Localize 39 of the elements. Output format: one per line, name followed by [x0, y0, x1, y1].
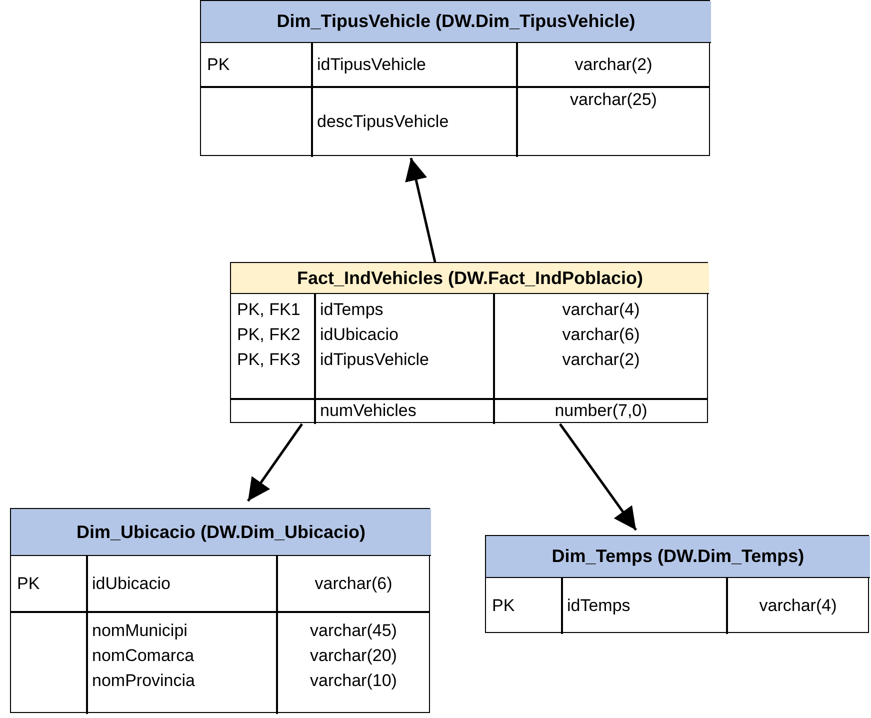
column-name: idTipusVehicle	[316, 54, 427, 76]
data-type: varchar(4)	[561, 298, 641, 320]
table-title: Fact_IndVehicles (DW.Fact_IndPoblacio)	[231, 263, 709, 294]
column-name: nomMunicipi	[91, 620, 188, 642]
table-title: Dim_Temps (DW.Dim_Temps)	[486, 536, 870, 578]
data-type: varchar(6)	[314, 572, 394, 594]
column-name: idUbicacio	[91, 572, 172, 594]
column-name: idTipusVehicle	[319, 348, 430, 370]
table	[230, 262, 708, 423]
data-type: varchar(45)	[309, 620, 398, 642]
key-label: PK, FK1	[236, 298, 302, 320]
data-type: varchar(25)	[569, 89, 658, 111]
column-name: nomProvincia	[91, 670, 196, 692]
arrow	[558, 423, 638, 531]
column-name: nomComarca	[91, 644, 196, 666]
table	[10, 508, 430, 713]
column-name: descTipusVehicle	[316, 110, 450, 132]
arrow	[246, 423, 304, 502]
key-label: PK	[491, 595, 516, 617]
column-name: numVehicles	[319, 400, 418, 422]
column-name: idTemps	[566, 595, 632, 617]
data-type: varchar(20)	[309, 644, 398, 666]
data-type: number(7,0)	[554, 400, 648, 422]
column-name: idUbicacio	[319, 324, 400, 346]
column-name: idTemps	[319, 298, 384, 320]
arrow	[405, 158, 436, 262]
key-label: PK	[16, 572, 41, 594]
table-title: Dim_TipusVehicle (DW.Dim_TipusVehicle)	[201, 1, 711, 43]
key-label: PK	[206, 54, 231, 76]
table-title: Dim_Ubicacio (DW.Dim_Ubicacio)	[11, 509, 431, 556]
data-type: varchar(6)	[561, 324, 641, 346]
data-type: varchar(4)	[758, 595, 838, 617]
data-type: varchar(10)	[309, 670, 398, 692]
key-label: PK, FK2	[236, 324, 302, 346]
key-label: PK, FK3	[236, 348, 302, 370]
data-type: varchar(2)	[574, 54, 654, 76]
data-type: varchar(2)	[561, 348, 641, 370]
table	[200, 0, 710, 156]
table	[485, 535, 869, 633]
